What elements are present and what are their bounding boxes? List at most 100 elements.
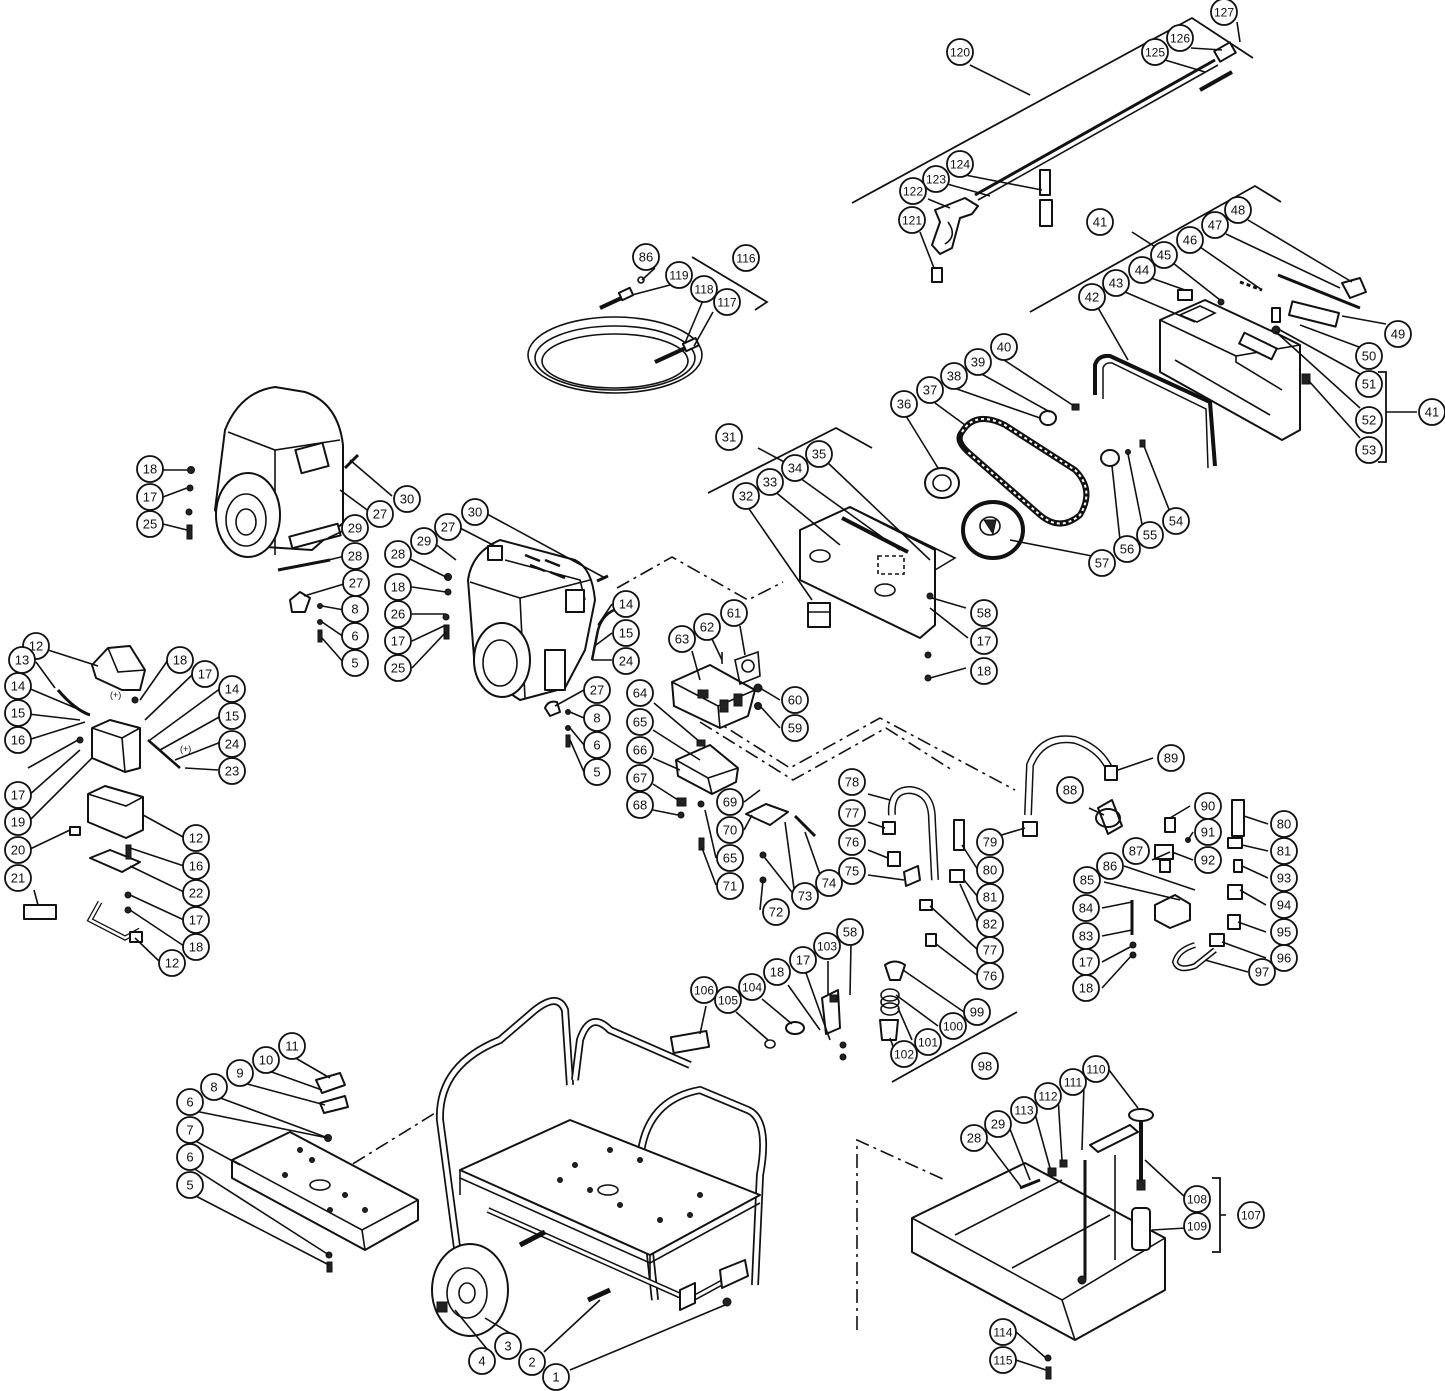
callout-number: 17 — [1079, 955, 1093, 970]
callout-circle — [1384, 320, 1412, 348]
callout-circle — [583, 758, 611, 786]
callout-number: 14 — [11, 679, 25, 694]
callout-number: 120 — [950, 46, 970, 60]
part-callout: 18 — [136, 455, 164, 483]
callout-number: 17 — [11, 788, 25, 803]
callout-circle — [393, 485, 421, 513]
callout-number: 102 — [894, 1048, 914, 1062]
part-callout: 45 — [1150, 241, 1178, 269]
callout-number: 15 — [619, 626, 633, 641]
callout-circle — [612, 647, 640, 675]
callout-number: 6 — [593, 738, 600, 753]
part-callout: 17 — [789, 946, 817, 974]
part-callout: 83 — [1072, 922, 1100, 950]
callout-circle — [341, 649, 369, 677]
part-callout: 36 — [890, 390, 918, 418]
callout-circle — [898, 206, 926, 234]
callout-number: 88 — [1063, 783, 1077, 798]
callout-circle — [838, 828, 866, 856]
callout-circle — [136, 455, 164, 483]
callout-number: 29 — [991, 1117, 1005, 1132]
part-callout: 40 — [990, 333, 1018, 361]
part-callout: 109 — [1183, 1212, 1211, 1240]
hardware-fasteners — [76, 466, 1191, 1380]
callout-number: 52 — [1362, 413, 1376, 428]
part-callout: 65 — [626, 708, 654, 736]
callout-number: 35 — [812, 447, 826, 462]
callout-circle — [218, 675, 246, 703]
callout-circle — [4, 781, 32, 809]
part-callout: 51 — [1355, 370, 1383, 398]
part-callout: 18 — [166, 646, 194, 674]
callout-number: 124 — [950, 158, 970, 172]
callout-number: 83 — [1079, 929, 1093, 944]
callout-circle — [632, 243, 660, 271]
part-callout: 64 — [626, 679, 654, 707]
callout-circle — [1183, 1185, 1211, 1213]
callout-number: 5 — [186, 1178, 193, 1193]
callout-circle — [626, 679, 654, 707]
callout-circle — [762, 898, 790, 926]
callout-circle — [914, 1028, 942, 1056]
control-panel — [231, 1072, 419, 1251]
callout-number: 95 — [1277, 925, 1291, 940]
callout-circle — [1355, 406, 1383, 434]
callout-circle — [1176, 226, 1204, 254]
callout-number: 81 — [1277, 844, 1291, 859]
callout-circle — [971, 1052, 999, 1080]
part-callout: 14 — [218, 675, 246, 703]
callout-circle — [612, 590, 640, 618]
callout-number: 80 — [983, 863, 997, 878]
callout-circle — [1418, 398, 1445, 426]
callout-number: 39 — [971, 355, 985, 370]
callout-number: 22 — [189, 886, 203, 901]
callout-number: 44 — [1135, 263, 1149, 278]
battery-box — [56, 645, 181, 943]
part-callout: 2 — [518, 1348, 546, 1376]
part-callout: 72 — [762, 898, 790, 926]
part-callout: 29 — [984, 1110, 1012, 1138]
part-callout: 37 — [916, 376, 944, 404]
belt-guard — [1159, 273, 1367, 441]
part-callout: 21 — [4, 864, 32, 892]
engine-small — [467, 539, 621, 717]
callout-circle — [341, 514, 369, 542]
callout-number: 116 — [736, 252, 755, 266]
callout-circle — [1082, 1055, 1110, 1083]
part-callout: 123 — [922, 165, 950, 193]
callout-number: 97 — [1255, 965, 1269, 980]
callout-circle — [789, 946, 817, 974]
part-callout: 89 — [1157, 744, 1185, 772]
part-callout: 82 — [976, 910, 1004, 938]
callout-circle — [384, 600, 412, 628]
callout-number: 47 — [1208, 218, 1222, 233]
part-callout: 31 — [715, 423, 743, 451]
part-callout: 27 — [366, 500, 394, 528]
part-callout: 118 — [690, 275, 718, 303]
callout-circle — [781, 714, 809, 742]
callout-circle — [468, 1347, 496, 1375]
callout-circle — [218, 757, 246, 785]
part-callout: 24 — [612, 647, 640, 675]
callout-circle — [366, 500, 394, 528]
callout-number: 8 — [210, 1080, 217, 1095]
part-callout: 6 — [176, 1143, 204, 1171]
part-callout: 27 — [434, 513, 462, 541]
part-callout: 11 — [278, 1032, 306, 1060]
callout-number: 63 — [675, 632, 689, 647]
callout-number: 46 — [1183, 233, 1197, 248]
callout-number: 96 — [1277, 951, 1291, 966]
callout-number: 30 — [400, 492, 414, 507]
callout-number: 6 — [186, 1150, 193, 1165]
part-callout: 59 — [781, 714, 809, 742]
callout-circle — [1355, 370, 1383, 398]
callout-circle — [1136, 521, 1164, 549]
callout-number: 71 — [723, 879, 737, 894]
part-callout: 81 — [1270, 837, 1298, 865]
callout-number: 53 — [1362, 443, 1376, 458]
part-callout: 34 — [781, 454, 809, 482]
part-callout: 24 — [218, 730, 246, 758]
part-callout: 55 — [1136, 521, 1164, 549]
callout-number: 15 — [225, 709, 239, 724]
callout-circle — [1102, 269, 1130, 297]
